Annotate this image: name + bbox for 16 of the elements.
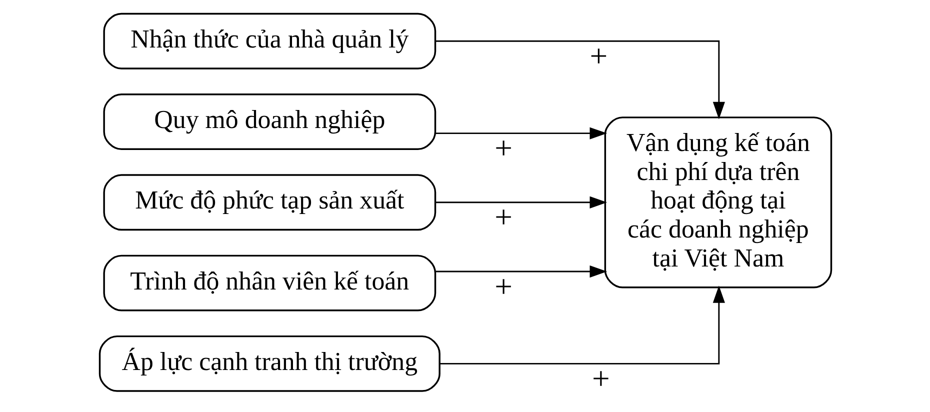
edge-label: +	[589, 38, 608, 74]
arrow	[434, 196, 607, 208]
edge-label: +	[494, 200, 512, 235]
node-box: Mức độ phức tạp sản xuất	[102, 174, 436, 231]
arrow	[435, 40, 724, 120]
node-box: Vận dụng kế toán chi phí dựa trên hoạt động tại các doanh nghiệp tại Việt Nam	[604, 116, 832, 288]
node-box: Áp lực cạnh tranh thị trường	[98, 335, 440, 392]
arrow	[434, 265, 607, 278]
arrow	[440, 286, 724, 364]
node-box: Nhận thức của nhà quản lý	[102, 12, 436, 70]
edge-label: +	[494, 268, 512, 304]
node-box: Trình độ nhân viên kế toán	[102, 254, 436, 312]
node-box: Quy mô doanh nghiệp	[102, 94, 436, 150]
edge-label: +	[592, 361, 610, 396]
arrow	[434, 127, 607, 140]
edge-label: +	[494, 130, 512, 166]
